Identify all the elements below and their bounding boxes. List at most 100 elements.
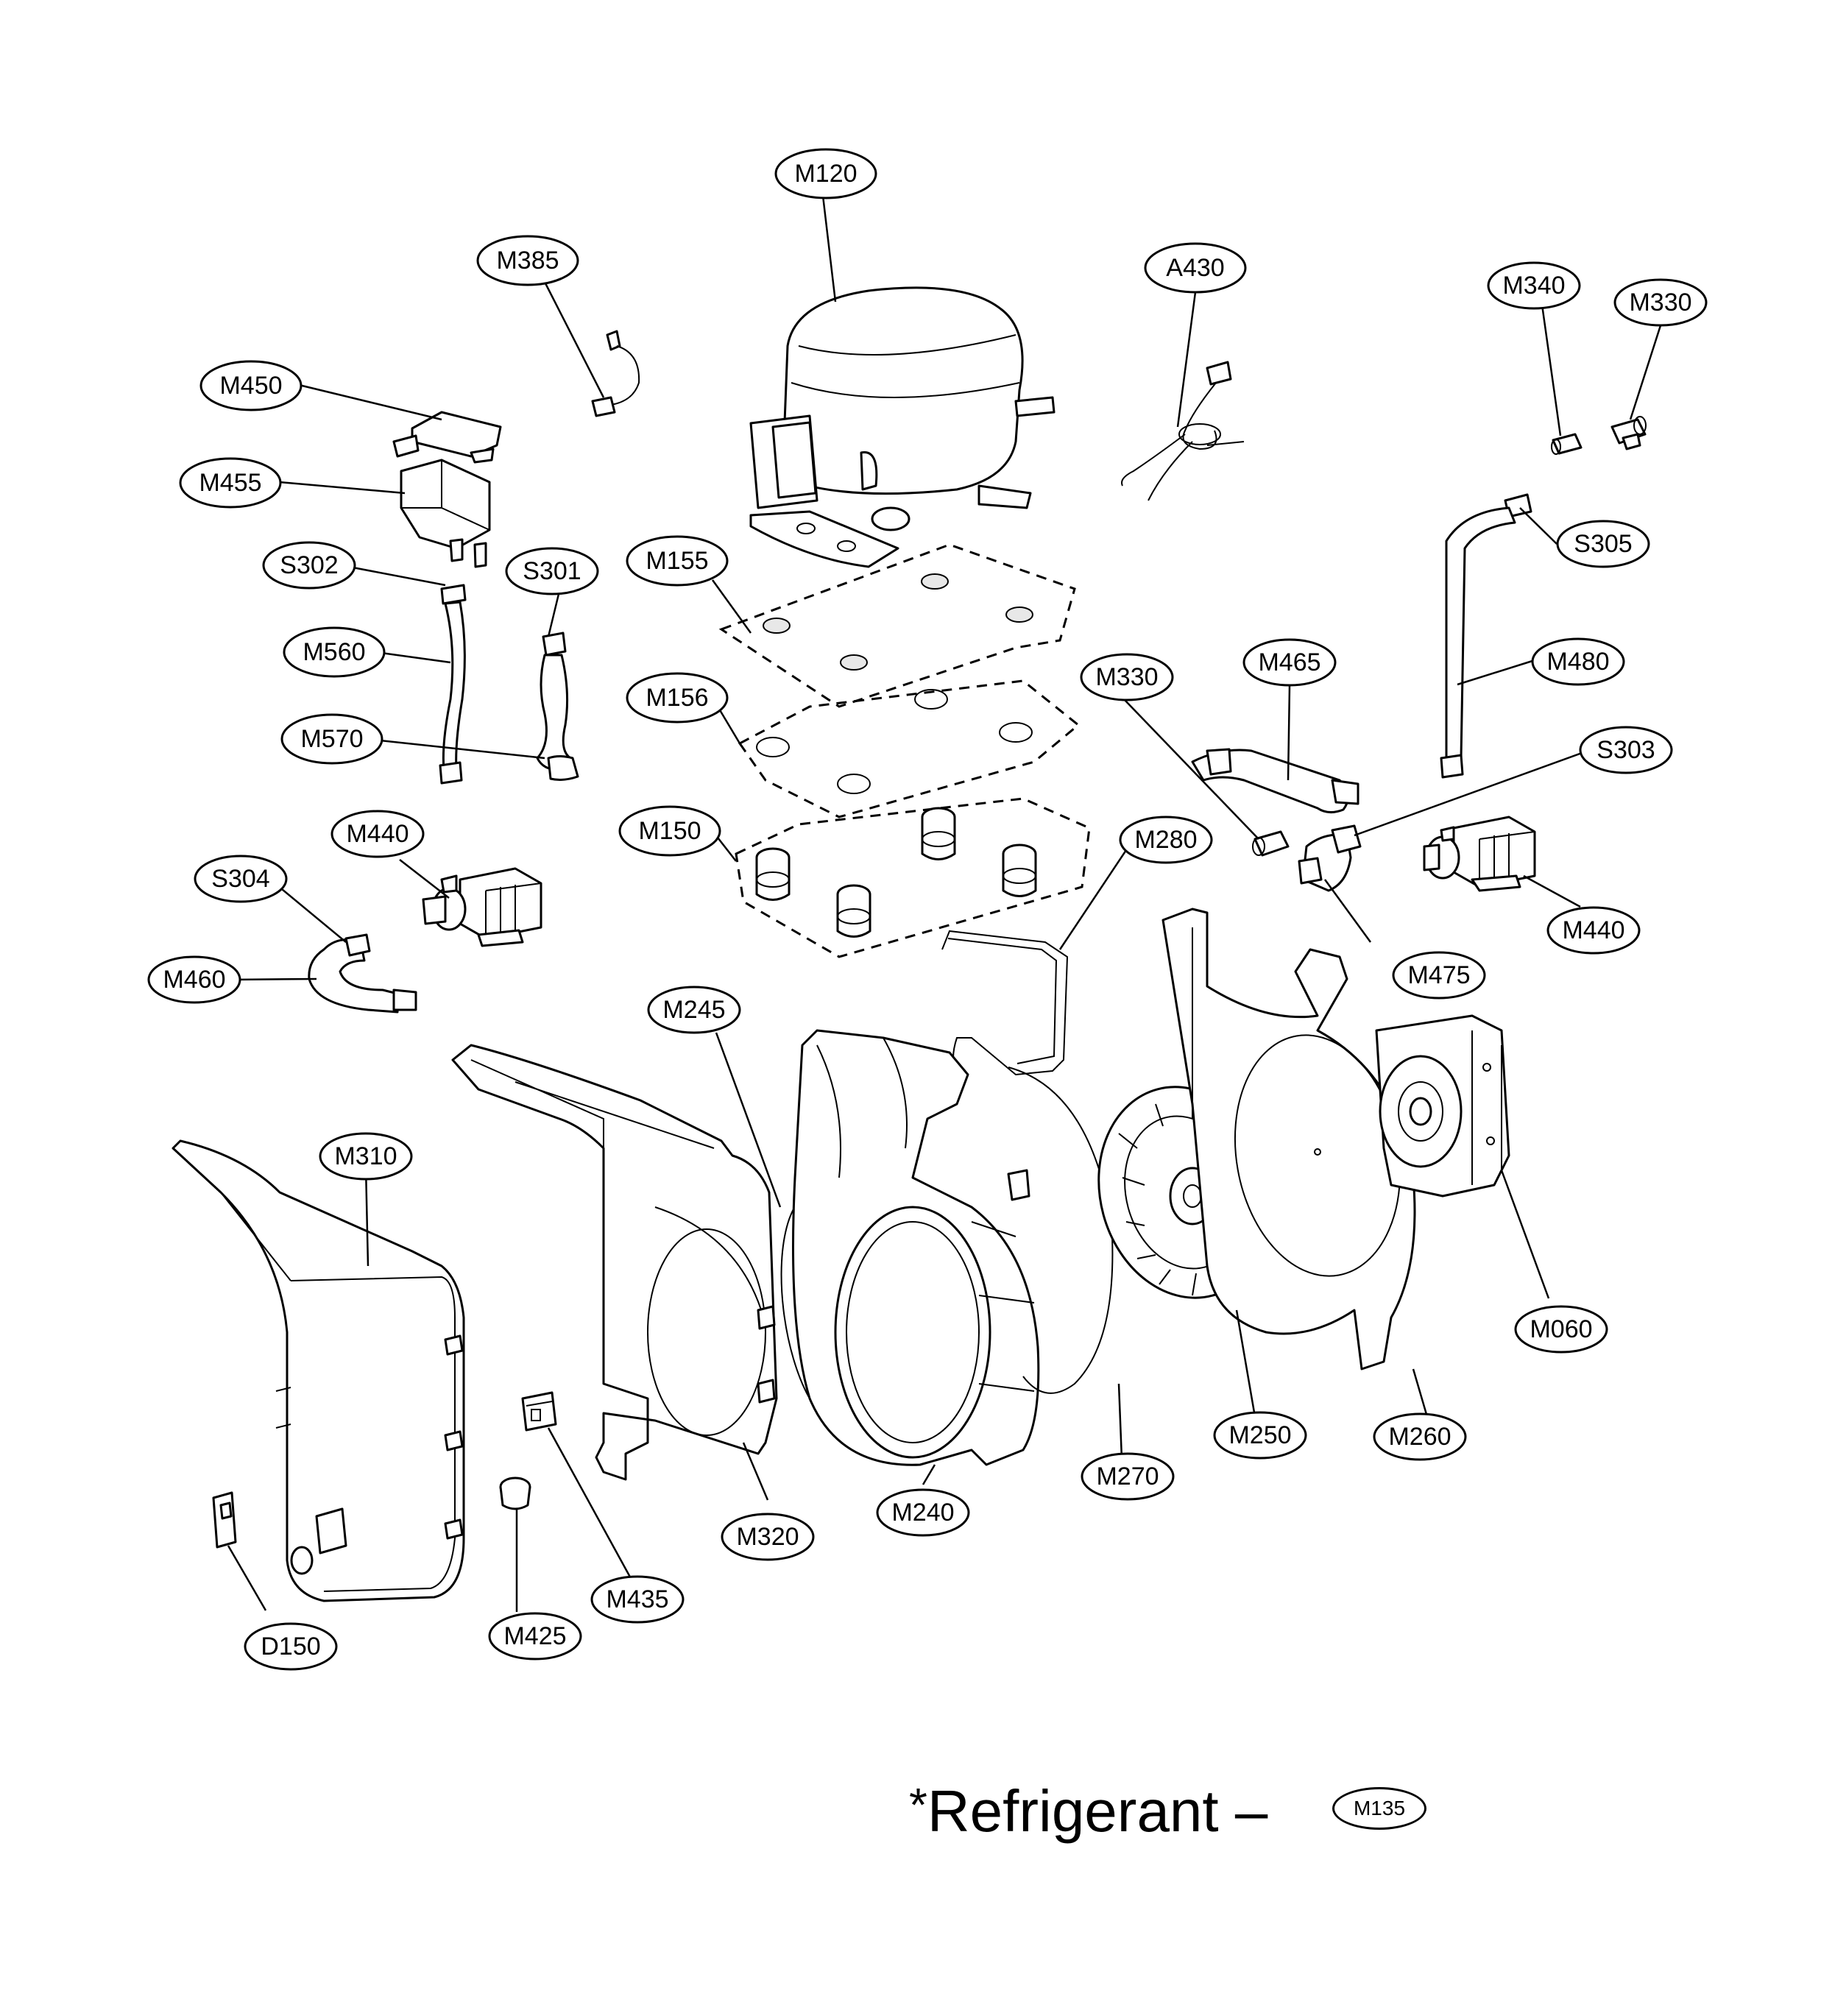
callout-label: M455 — [199, 469, 261, 497]
callout-m150: M150 — [618, 805, 721, 857]
callout-m156: M156 — [626, 672, 729, 724]
part-hose-m460 — [308, 933, 417, 1014]
part-group-m156 — [738, 679, 1081, 818]
callout-label: M310 — [334, 1142, 397, 1170]
callout-m240: M240 — [876, 1488, 970, 1537]
callout-label: M250 — [1228, 1421, 1291, 1449]
part-switch-d150 — [212, 1491, 237, 1549]
callout-m440-left: M440 — [330, 810, 425, 858]
callout-label: M260 — [1388, 1423, 1451, 1451]
callout-label: M330 — [1629, 289, 1691, 316]
callout-label: M480 — [1546, 648, 1609, 676]
part-hose-m560 — [439, 584, 467, 785]
part-hose-m480 — [1440, 493, 1532, 779]
callout-m440-right: M440 — [1546, 906, 1641, 955]
callout-s304: S304 — [194, 855, 288, 903]
part-cover-m450 — [392, 411, 502, 464]
callout-m435: M435 — [590, 1575, 685, 1624]
part-housing-m240 — [792, 1029, 1040, 1466]
callout-a430: A430 — [1144, 242, 1247, 294]
footnote-text: Refrigerant – — [927, 1778, 1268, 1844]
part-sensor-m385 — [591, 330, 640, 417]
part-group-m150 — [735, 797, 1091, 958]
callout-m475: M475 — [1392, 951, 1486, 1000]
part-fitting-m330-mid — [1252, 830, 1290, 857]
callout-m480: M480 — [1531, 637, 1625, 686]
callout-label: S304 — [211, 865, 269, 893]
part-hose-m570 — [536, 632, 579, 781]
callout-label: M475 — [1407, 961, 1470, 989]
callout-label: M435 — [606, 1585, 668, 1613]
callout-label: M155 — [646, 547, 708, 575]
callout-label: M385 — [496, 247, 559, 275]
part-elbow-m475 — [1298, 824, 1362, 892]
part-pump-m440-left — [422, 867, 542, 947]
leader-lines — [227, 195, 1663, 1612]
part-housing-m260 — [1161, 908, 1416, 1370]
callout-m560: M560 — [283, 626, 386, 678]
part-fitting-m340 — [1551, 433, 1583, 455]
callout-s302: S302 — [262, 541, 356, 590]
callout-label: M440 — [1562, 916, 1624, 944]
part-pump-m440-right — [1423, 816, 1536, 892]
part-group-m155 — [718, 543, 1076, 708]
callout-m310: M310 — [319, 1132, 413, 1181]
callout-label: M270 — [1096, 1463, 1159, 1490]
part-grommet-m425 — [499, 1476, 531, 1510]
footnote-ref-callout: M135 — [1332, 1787, 1426, 1830]
callout-m465: M465 — [1242, 638, 1337, 687]
callout-label: S302 — [280, 551, 338, 579]
callout-label: A430 — [1166, 254, 1224, 282]
callout-label: M560 — [303, 638, 365, 666]
callout-label: M120 — [794, 160, 857, 188]
callout-label: M425 — [503, 1622, 566, 1650]
callout-m455: M455 — [179, 457, 282, 509]
callout-label: M330 — [1095, 663, 1158, 691]
callout-m340: M340 — [1487, 261, 1581, 310]
part-bracket-m455 — [400, 459, 491, 568]
callout-m570: M570 — [280, 713, 383, 765]
callout-label: M280 — [1134, 826, 1197, 854]
callout-label: S303 — [1597, 736, 1655, 764]
callout-m260: M260 — [1373, 1412, 1467, 1461]
callout-label: M450 — [219, 372, 282, 400]
callout-s305: S305 — [1556, 520, 1650, 568]
callout-d150: D150 — [244, 1622, 338, 1671]
callout-label: M460 — [163, 966, 225, 994]
refrigerant-footnote: *Refrigerant – — [909, 1778, 1267, 1845]
footnote-asterisk: * — [909, 1778, 927, 1831]
callout-m330-mid: M330 — [1080, 653, 1174, 701]
callout-s301: S301 — [505, 547, 599, 595]
callout-label: S301 — [523, 557, 581, 585]
part-hose-m465 — [1191, 748, 1359, 813]
part-motor-m060 — [1375, 1014, 1510, 1198]
callout-label: M465 — [1258, 648, 1320, 676]
callout-m425: M425 — [488, 1612, 582, 1660]
part-compressor — [749, 286, 1056, 568]
part-gasket-m280 — [941, 930, 1069, 1076]
callout-m060: M060 — [1514, 1305, 1608, 1354]
callout-label: M060 — [1530, 1315, 1592, 1343]
part-connector-m435 — [521, 1391, 557, 1432]
part-harness-a430 — [1121, 361, 1245, 501]
callout-label: M340 — [1502, 272, 1565, 300]
callout-label: M240 — [891, 1499, 954, 1527]
callout-m450: M450 — [199, 360, 303, 411]
callout-label: M156 — [646, 684, 708, 712]
callout-label: D150 — [261, 1633, 320, 1660]
callout-label: M150 — [638, 817, 701, 845]
callout-s303: S303 — [1579, 726, 1673, 774]
callout-m330-top: M330 — [1613, 278, 1708, 327]
part-gasket-m270 — [1008, 1067, 1114, 1394]
part-fitting-m330-top — [1610, 416, 1647, 450]
callout-label: M245 — [662, 996, 725, 1024]
callout-label: M440 — [346, 820, 409, 848]
callout-m270: M270 — [1081, 1452, 1175, 1501]
callout-label: M570 — [300, 725, 363, 753]
callout-m460: M460 — [147, 955, 241, 1004]
callout-m385: M385 — [476, 235, 579, 286]
callout-labels: M120 M385 A430 M340 M330 M450 M455 S302 … — [147, 148, 1708, 1671]
callout-m155: M155 — [626, 535, 729, 587]
callout-m320: M320 — [721, 1513, 815, 1561]
